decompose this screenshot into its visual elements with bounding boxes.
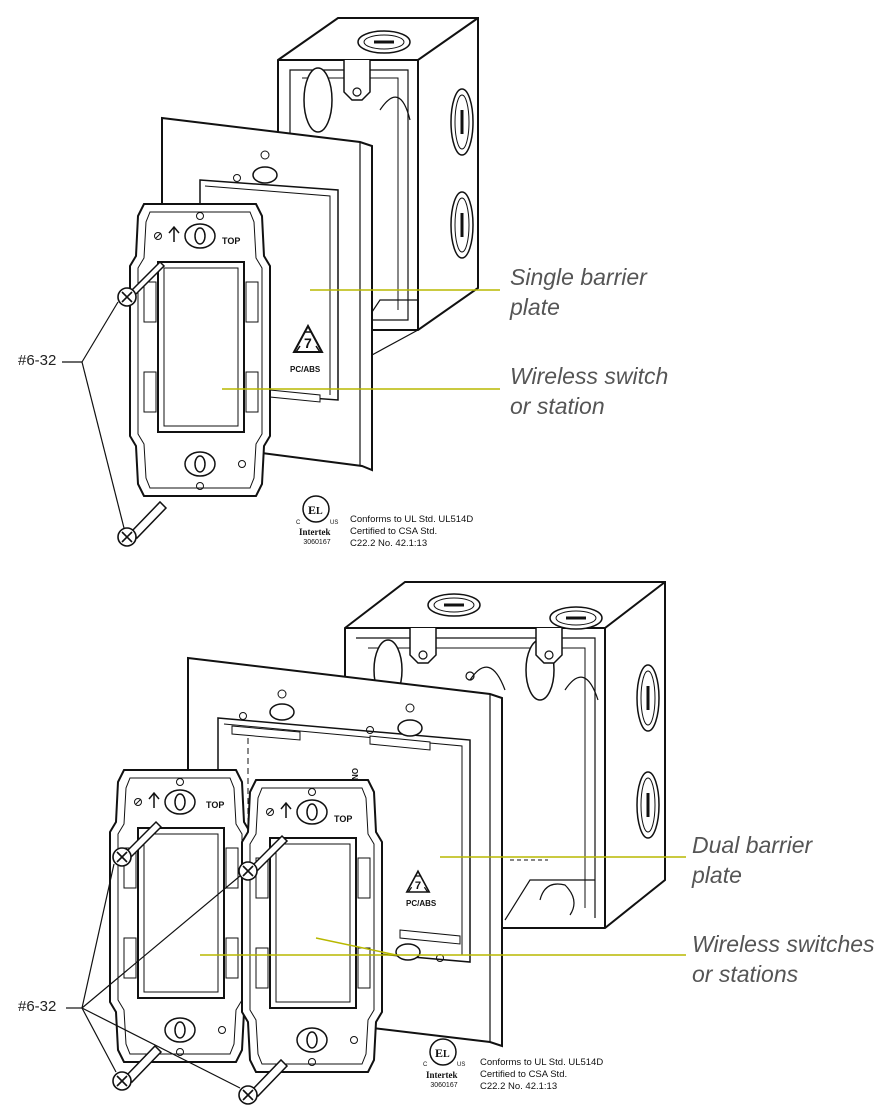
- cert-line: Conforms to UL Std. UL514D: [350, 514, 474, 525]
- svg-text:US: US: [330, 520, 338, 526]
- callout-wireless-switch: Wireless switch or station: [510, 361, 668, 421]
- intertek-brand: Intertek: [299, 527, 331, 537]
- svg-text:7: 7: [304, 335, 312, 351]
- screw-icon: [238, 861, 258, 881]
- svg-text:E: E: [435, 1046, 443, 1060]
- callout-dual-barrier-plate: Dual barrier plate: [692, 830, 812, 890]
- callout-line: Wireless switch: [510, 363, 669, 389]
- screw-icon: [112, 847, 132, 867]
- dual-gang-assembly: 7 PC/ABS ONS TOP TOP: [66, 581, 686, 1105]
- side-text: ONS: [350, 768, 359, 786]
- svg-text:L: L: [316, 506, 323, 517]
- callout-line: plate: [510, 294, 560, 320]
- mounting-screws: [62, 260, 168, 547]
- single-gang-assembly: 7 PC/ABS TOP E L C US: [62, 17, 500, 547]
- cert-line: Conforms to UL Std. UL514D: [480, 1057, 604, 1068]
- certification-text: Conforms to UL Std. UL514D Certified to …: [480, 1057, 603, 1093]
- wireless-switch-right: TOP: [241, 779, 383, 1073]
- callout-line: Wireless switches: [692, 931, 875, 957]
- mounting-screws-dual: [66, 820, 289, 1105]
- callout-line: Single barrier: [510, 264, 647, 290]
- svg-text:C: C: [296, 520, 301, 526]
- screw-size-label: #6-32: [18, 998, 57, 1015]
- leader-line: [315, 937, 397, 956]
- etl-certification-mark: E L C US: [296, 495, 338, 526]
- screw-icon: [112, 1071, 132, 1091]
- svg-text:US: US: [457, 1062, 465, 1068]
- cert-line: Certified to CSA Std.: [480, 1069, 568, 1080]
- recycle-icon: 7: [293, 325, 323, 353]
- cert-number: 3060167: [303, 539, 331, 546]
- screw-icon: [238, 1085, 258, 1105]
- certification-text: Conforms to UL Std. UL514D Certified to …: [350, 514, 473, 550]
- top-label: TOP: [334, 814, 352, 824]
- svg-text:C: C: [423, 1062, 428, 1068]
- callout-single-barrier-plate: Single barrier plate: [510, 262, 647, 322]
- material-label: PC/ABS: [290, 365, 321, 374]
- cert-line: C22.2 No. 42.1:13: [480, 1081, 558, 1092]
- svg-text:E: E: [308, 503, 316, 517]
- screw-icon: [117, 527, 137, 547]
- svg-text:7: 7: [415, 880, 421, 892]
- callout-wireless-switches: Wireless switches or stations: [692, 929, 875, 989]
- screw-icon: [117, 287, 137, 307]
- callout-line: or station: [510, 393, 605, 419]
- intertek-brand: Intertek: [426, 1070, 458, 1080]
- wireless-switch-left: TOP: [109, 769, 251, 1063]
- cert-line: C22.2 No. 42.1:13: [350, 538, 428, 549]
- top-label: TOP: [206, 800, 224, 810]
- callout-line: or stations: [692, 961, 799, 987]
- callout-line: plate: [692, 862, 742, 888]
- top-label: TOP: [222, 236, 240, 246]
- cert-number: 3060167: [430, 1082, 458, 1089]
- callout-line: Dual barrier: [692, 832, 813, 858]
- material-label: PC/ABS: [406, 899, 437, 908]
- etl-certification-mark: E L C US: [423, 1038, 465, 1068]
- wireless-switch: TOP: [129, 203, 271, 497]
- screw-size-label: #6-32: [18, 352, 57, 369]
- recycle-icon: 7: [405, 870, 431, 893]
- cert-line: Certified to CSA Std.: [350, 526, 438, 537]
- svg-text:L: L: [443, 1049, 450, 1060]
